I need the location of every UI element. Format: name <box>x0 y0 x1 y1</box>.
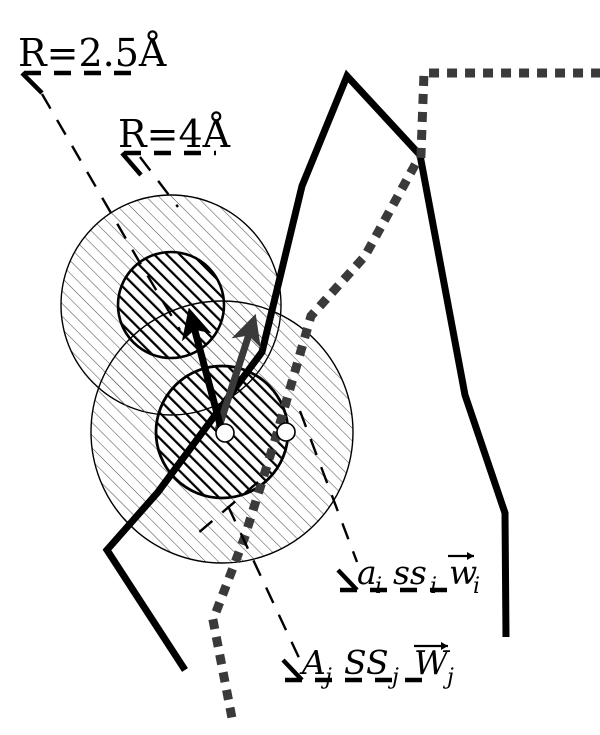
upper-inner-sphere <box>116 250 226 360</box>
label-uppercase-vector: W <box>414 643 451 682</box>
dotted-backbone-trace <box>208 68 600 719</box>
underline-radius-outer <box>120 151 143 177</box>
label-underline-group <box>20 70 455 683</box>
label-lowercase-vector: w <box>449 553 477 592</box>
label-radius-outer: R=4Å <box>118 112 231 156</box>
leader-lowercase-label <box>298 410 359 563</box>
leader-uppercase-label <box>189 481 259 541</box>
label-lowercase-vector-sub: i <box>473 574 480 599</box>
leader-radius-inner <box>40 93 182 331</box>
vector-accent-uppercase-head <box>441 642 448 650</box>
underline-uppercase <box>281 658 304 682</box>
underline-radius-inner <box>20 71 44 95</box>
atom-center-right <box>276 422 296 442</box>
uppercase-orientation-vector <box>214 313 261 432</box>
label-uppercase-residue: A <box>299 643 326 682</box>
label-uppercase-group: A j SS j W j <box>299 642 454 690</box>
atom-center-left <box>215 423 235 443</box>
label-radius-inner: R=2.5Å <box>18 31 167 75</box>
solid-backbone-trace <box>102 69 510 672</box>
label-lowercase-ss: ss <box>393 553 427 592</box>
leader-line-group <box>40 93 359 661</box>
leader-radius-outer <box>139 156 179 208</box>
label-lowercase-group: a i ss i w i <box>357 552 480 599</box>
lowercase-orientation-vector <box>181 307 226 433</box>
label-lowercase-ss-sub: i <box>430 574 437 599</box>
label-lowercase-residue-sub: i <box>375 574 382 599</box>
vector-accent-lowercase-head <box>467 552 474 560</box>
label-uppercase-ss: SS <box>344 643 389 682</box>
atom-marker-group <box>215 422 296 443</box>
orientation-vectors <box>181 307 261 433</box>
underline-lowercase <box>336 568 359 592</box>
label-lowercase-residue: a <box>357 553 377 592</box>
